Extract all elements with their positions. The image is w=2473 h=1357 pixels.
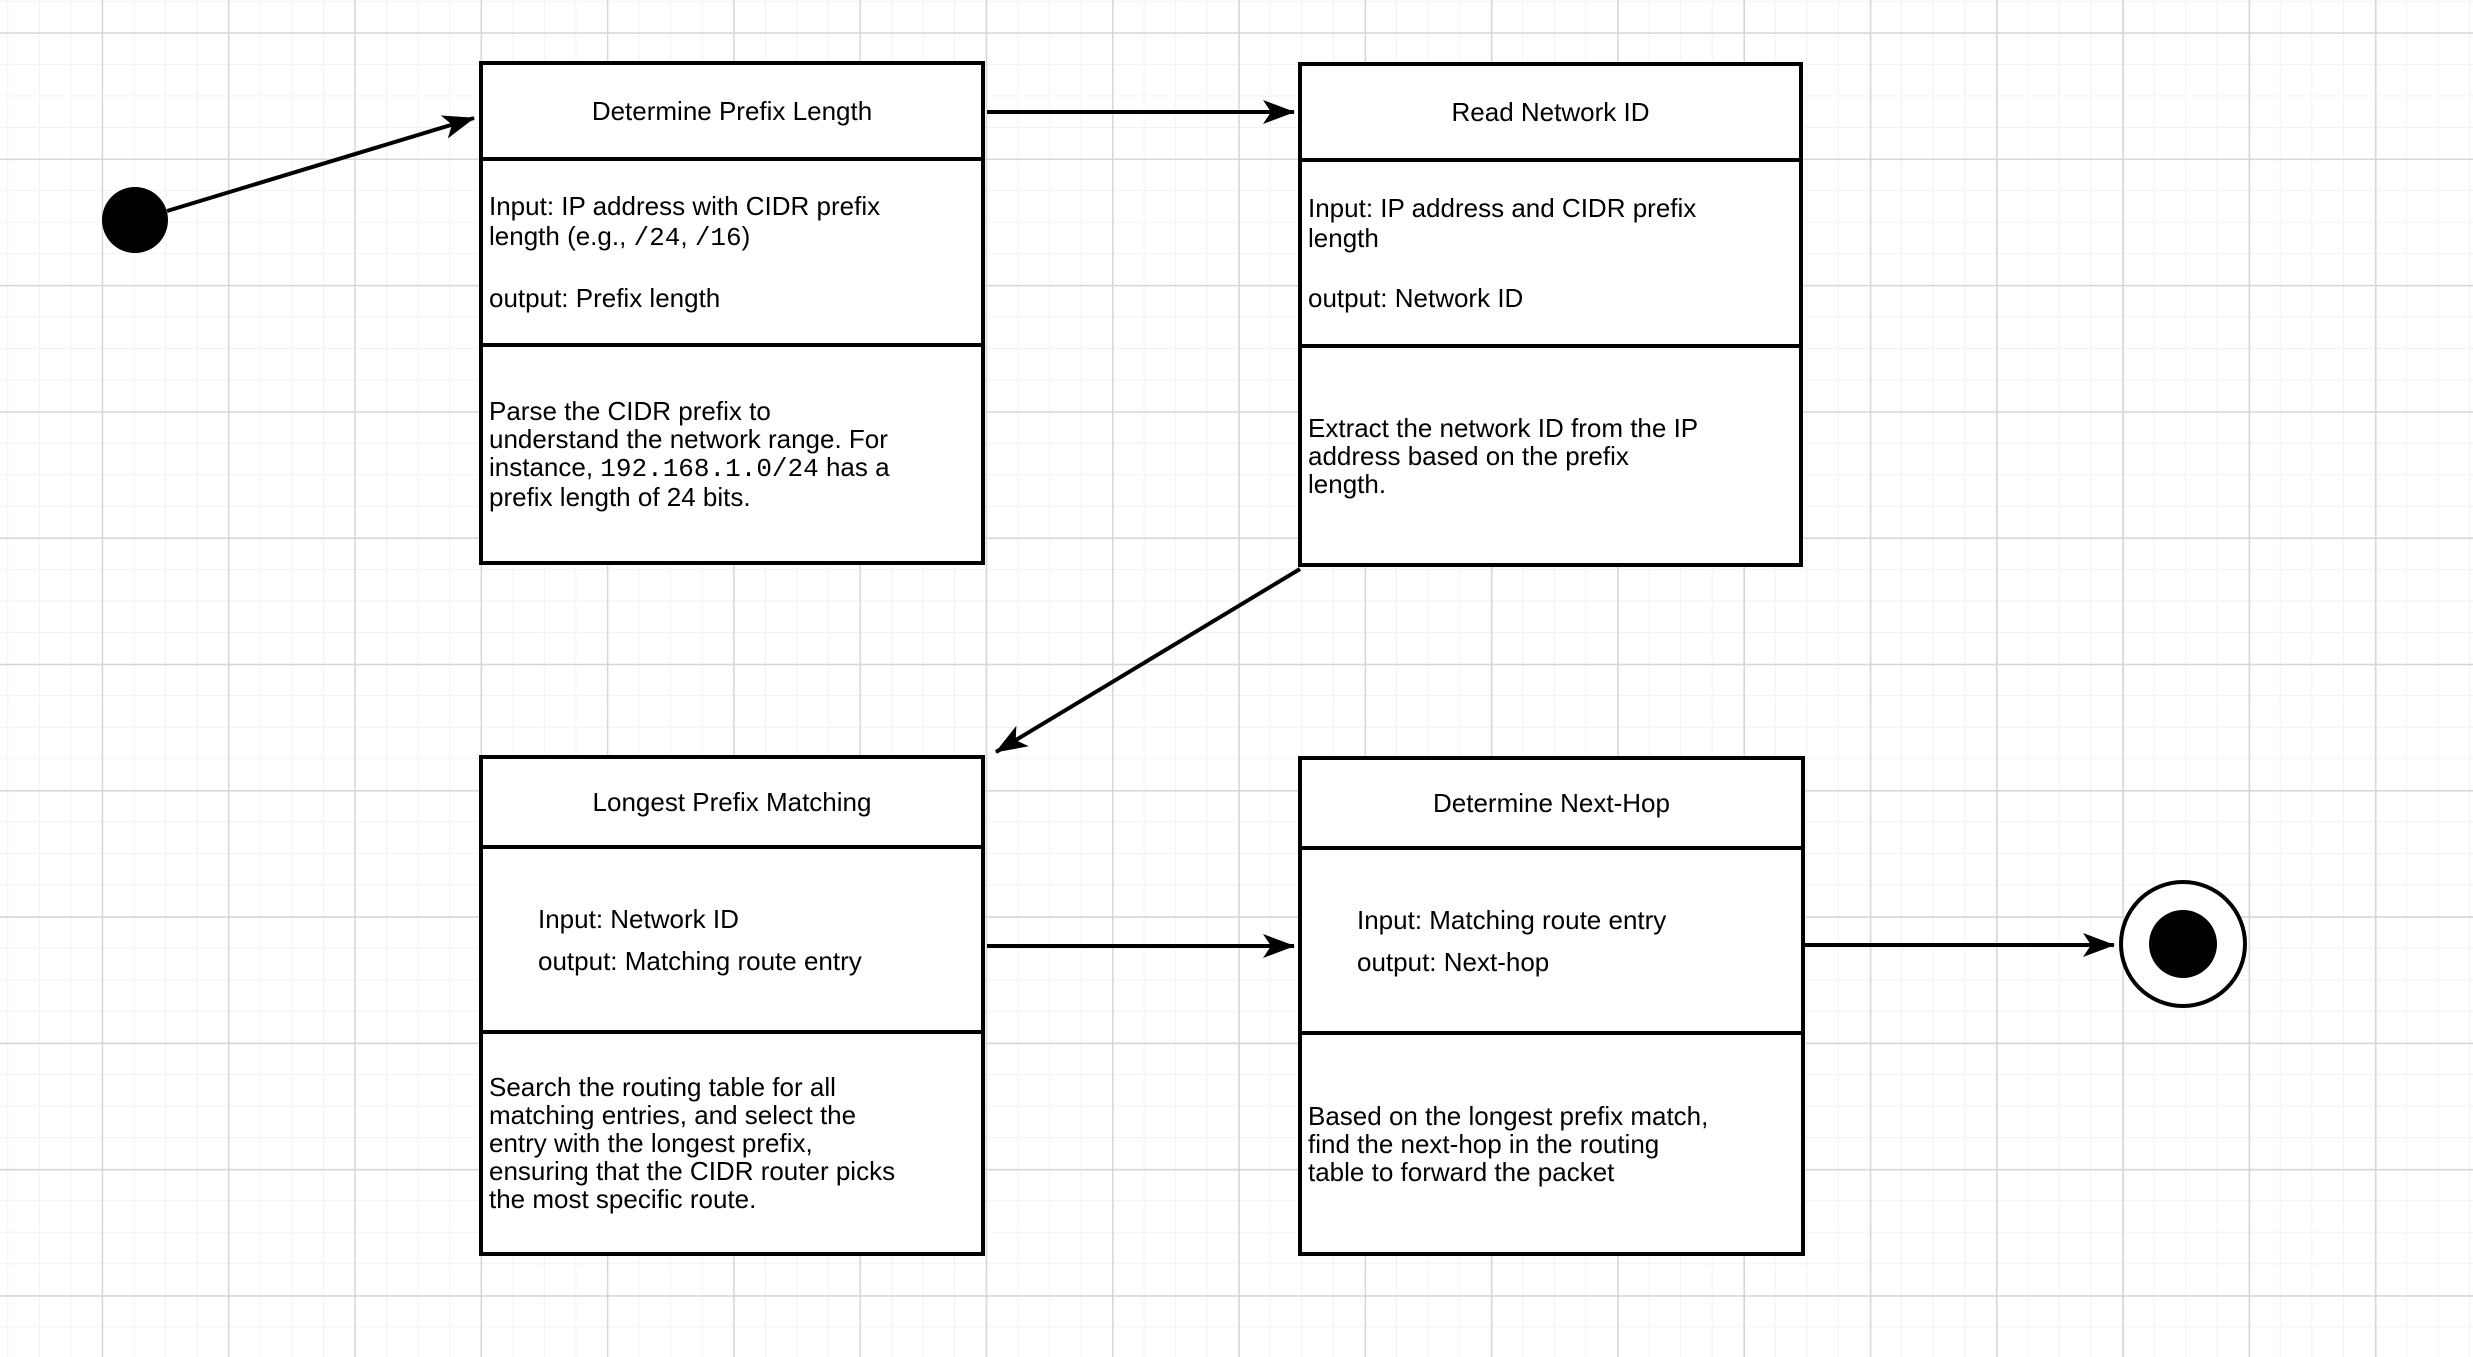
code-text: /16 [694,223,742,253]
text-segment: instance, [489,452,601,482]
node-io-text: Input: Matching route entry output: Next-… [1302,899,1801,983]
text-segment: length [1308,223,1379,253]
text-segment: Input: IP address with CIDR prefix [489,191,881,221]
node-title: Longest Prefix Matching [592,786,872,817]
text-segment: Based on the longest prefix match, [1308,1100,1709,1131]
node-title: Read Network ID [1451,96,1650,127]
text-segment: ensuring that the CIDR router picks [489,1156,896,1186]
code-text: /24 [633,223,681,253]
text-segment: output: Matching route entry [538,945,862,976]
text-segment: the most specific route. [489,1184,757,1214]
edge-start-to-determine-prefix-length[interactable] [166,115,475,213]
text-segment: output: Network ID [1308,283,1524,313]
text-segment: output: Next-hop [1357,946,1550,977]
text-segment: Search the routing table for all [489,1072,836,1102]
node-description-section: Based on the longest prefix match,find t… [1302,1031,1801,1252]
node-io-section: Input: Matching route entry output: Next-… [1302,846,1801,1031]
text-segment: understand the network range. For [489,424,888,454]
node-io-text: Input: Network ID output: Matching route … [483,898,981,982]
activity-node-longest-prefix-matching[interactable]: Longest Prefix Matching Input: Network I… [479,755,985,1256]
activity-node-determine-prefix-length[interactable]: Determine Prefix Length Input: IP addres… [479,61,985,565]
text-segment: output: Prefix length [489,283,721,313]
text-segment: Parse the CIDR prefix to [489,396,771,426]
text-segment: find the next-hop in the routing [1308,1128,1660,1159]
activity-node-determine-next-hop[interactable]: Determine Next-Hop Input: Matching route… [1298,756,1805,1256]
text-segment: table to forward the packet [1308,1156,1615,1187]
node-title: Determine Prefix Length [591,95,873,126]
text-segment: Input: Network ID [538,903,739,934]
code-text: 192.168.1.0/24 [600,454,819,484]
text-segment: entry with the longest prefix, [489,1128,813,1158]
text-segment: has a [818,452,890,482]
node-io-section: Input: Network ID output: Matching route … [483,845,981,1030]
text-segment: , [680,221,695,251]
text-segment: length. [1308,468,1387,499]
node-description-text: Based on the longest prefix match,find t… [1302,1102,1801,1186]
end-node[interactable] [2119,880,2247,1008]
text-segment: Input: IP address and CIDR prefix [1308,193,1697,223]
text-segment: Extract the network ID from the IP [1308,412,1699,443]
text-segment: length (e.g., [489,221,634,251]
end-node-inner-dot [2149,910,2217,978]
activity-node-read-network-id[interactable]: Read Network ID Input: IP address and CI… [1298,62,1803,567]
edge-read-network-id-to-longest-prefix-matching[interactable] [994,567,1302,754]
text-segment: Input: Matching route entry [1357,904,1667,935]
text-segment: ) [741,221,751,251]
text-segment: address based on the prefix [1308,440,1629,471]
node-title: Determine Next-Hop [1433,787,1670,818]
text-segment: prefix length of 24 bits. [489,482,751,512]
text-segment: matching entries, and select the [489,1100,857,1130]
start-node[interactable] [102,187,168,253]
